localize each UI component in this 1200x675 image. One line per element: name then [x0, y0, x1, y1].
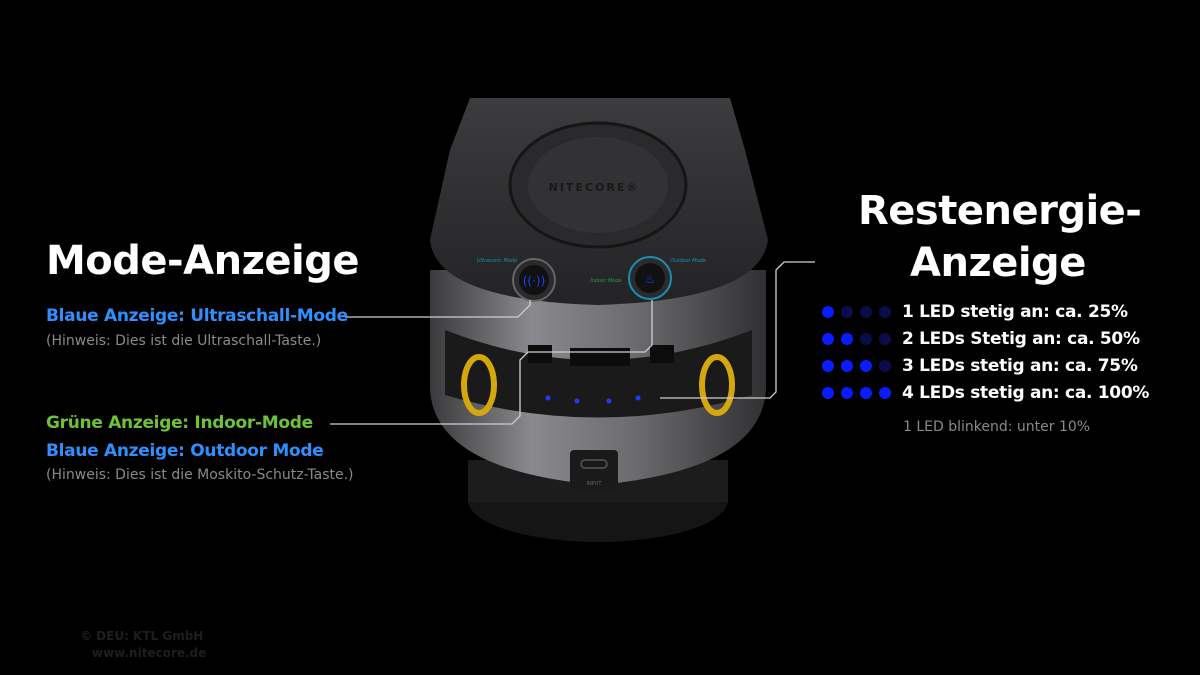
usb-port	[570, 450, 618, 490]
led-on-dot	[841, 332, 853, 345]
watermark: © DEU: KTL GmbH www.nitecore.de	[80, 628, 206, 662]
battery-level-text: 1 LED stetig an: ca. 25%	[902, 301, 1128, 322]
mode-indicator-title: Mode-Anzeige	[46, 238, 359, 284]
led-off-dot	[860, 332, 872, 345]
svg-text:Ultrasonic Mode: Ultrasonic Mode	[477, 258, 517, 264]
battery-level-list: 1 LED stetig an: ca. 25% 2 LEDs Stetig an…	[822, 298, 1149, 406]
heater-icon: ♨	[645, 272, 656, 286]
led-off-dot	[841, 305, 853, 318]
battery-level-row: 3 LEDs stetig an: ca. 75%	[822, 352, 1149, 379]
battery-level-text: 2 LEDs Stetig an: ca. 50%	[902, 328, 1140, 349]
led-on-dot	[822, 359, 834, 372]
led-4	[635, 395, 641, 401]
led-on-dot	[841, 386, 853, 399]
led-on-dot	[860, 359, 872, 372]
mosquito-button[interactable]: ♨	[628, 256, 672, 300]
led-on-dot	[879, 386, 891, 399]
led-off-dot	[879, 359, 891, 372]
indoor-mode-label: Grüne Anzeige: Indoor-Mode	[46, 413, 313, 433]
battery-title-line1: Restenergie-	[858, 188, 1142, 234]
led-off-dot	[879, 332, 891, 345]
outdoor-mode-label: Blaue Anzeige: Outdoor Mode	[46, 441, 324, 461]
ultrasonic-note: (Hinweis: Dies ist die Ultraschall-Taste…	[46, 333, 322, 349]
battery-level-row: 2 LEDs Stetig an: ca. 50%	[822, 325, 1149, 352]
battery-title-line2: Anzeige	[910, 240, 1086, 286]
ultrasonic-mode-label: Blaue Anzeige: Ultraschall-Mode	[46, 306, 348, 326]
led-off-dot	[860, 305, 872, 318]
svg-text:Outdoor Mode: Outdoor Mode	[670, 258, 706, 264]
led-off-dot	[879, 305, 891, 318]
battery-level-row: 4 LEDs stetig an: ca. 100%	[822, 379, 1149, 406]
low-battery-note: 1 LED blinkend: unter 10%	[903, 419, 1091, 435]
hook-ring-left	[461, 354, 497, 416]
ultrasonic-icon: ((·))	[523, 274, 546, 288]
led-on-dot	[822, 332, 834, 345]
mosquito-note: (Hinweis: Dies ist die Moskito-Schutz-Ta…	[46, 467, 354, 483]
hook-ring-right	[699, 354, 735, 416]
svg-text:INPUT: INPUT	[587, 481, 603, 487]
svg-text:NITECORE®: NITECORE®	[549, 181, 640, 194]
callout-lines	[330, 261, 815, 425]
watermark-line2: www.nitecore.de	[92, 646, 207, 660]
ultrasonic-button[interactable]: ((·))	[512, 258, 556, 302]
svg-text:Indoor Mode: Indoor Mode	[590, 278, 621, 284]
led-3	[606, 398, 612, 404]
battery-level-row: 1 LED stetig an: ca. 25%	[822, 298, 1149, 325]
battery-level-text: 4 LEDs stetig an: ca. 100%	[902, 382, 1150, 403]
led-1	[545, 395, 551, 401]
battery-level-text: 3 LEDs stetig an: ca. 75%	[902, 355, 1138, 376]
led-on-dot	[841, 359, 853, 372]
led-on-dot	[822, 386, 834, 399]
led-2	[574, 398, 580, 404]
watermark-line1: © DEU: KTL GmbH	[80, 629, 204, 643]
led-on-dot	[860, 386, 872, 399]
led-on-dot	[822, 305, 834, 318]
